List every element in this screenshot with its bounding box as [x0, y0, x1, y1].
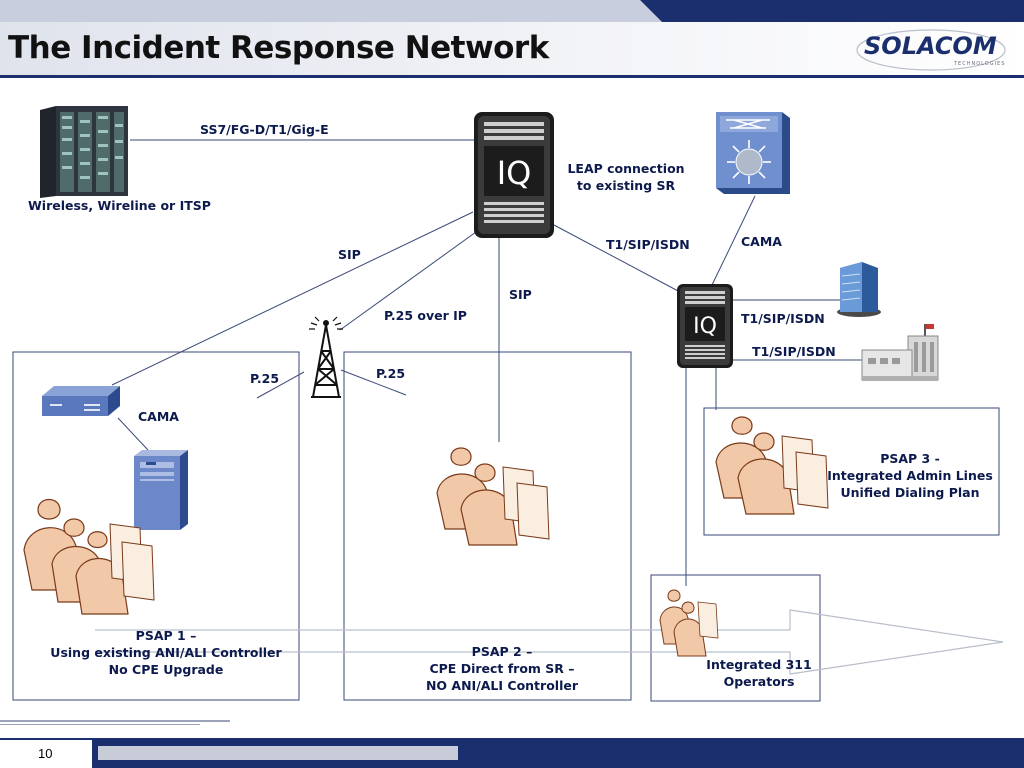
svg-text:TECHNOLOGIES: TECHNOLOGIES: [953, 61, 1005, 67]
psap3-line-1: PSAP 3 -: [880, 451, 940, 466]
psap1-line-2: Using existing ANI/ALI Controller: [50, 645, 282, 660]
network-switch-icon: [716, 112, 790, 194]
t1-sip-isdn-label-3: T1/SIP/ISDN: [752, 344, 836, 359]
radio-tower-icon: [309, 316, 343, 398]
p25-label-left: P.25: [250, 371, 280, 386]
sip-label-mid: SIP: [509, 287, 532, 302]
link-p25-left: [256, 371, 305, 399]
psap2-caption: PSAP 2 – CPE Direct from SR – NO ANI/ALI…: [380, 643, 624, 694]
t1-sip-isdn-label: T1/SIP/ISDN: [606, 237, 690, 252]
title-band: [0, 22, 1024, 77]
operators-icon-psap2: [436, 447, 550, 546]
psap1-caption: PSAP 1 – Using existing ANI/ALI Controll…: [30, 627, 302, 678]
psap1-box: [12, 351, 300, 701]
link-modem-desktop: [117, 417, 149, 451]
modem-icon: [42, 386, 120, 416]
operators-icon-psap3: [715, 416, 829, 515]
psap2-line-3: NO ANI/ALI Controller: [425, 678, 579, 693]
server-rack-icon: [40, 106, 128, 198]
title-rule: [0, 75, 1024, 78]
operators-icon-psap1: [23, 498, 155, 615]
factory-building-icon: [861, 324, 939, 381]
link-p25-right: [340, 369, 407, 396]
psap2-line-1: PSAP 2 –: [471, 644, 533, 659]
link-sr-tower: [339, 231, 477, 331]
link-sr-iq2: [553, 224, 681, 293]
link-sr-psap1: [111, 211, 474, 386]
desktop-tower-icon: [134, 450, 188, 530]
solacom-logo: SOLACOM TECHNOLOGIES: [856, 29, 1006, 71]
carrier-label: Wireless, Wireline or ITSP: [28, 198, 211, 213]
leap-connection-label: LEAP connection to existing SR: [562, 160, 690, 194]
ops311-caption: Integrated 311 Operators: [694, 656, 824, 690]
ops311-line-2: Operators: [723, 674, 795, 689]
t1-sip-isdn-label-2: T1/SIP/ISDN: [741, 311, 825, 326]
p25-label-right: P.25: [376, 366, 406, 381]
ss7-link-label: SS7/FG-D/T1/Gig-E: [200, 122, 329, 137]
ops311-line-1: Integrated 311: [706, 657, 812, 672]
p25-over-ip-label: P.25 over IP: [384, 308, 467, 323]
cama-label-top: CAMA: [741, 234, 782, 249]
svg-text:IQ: IQ: [693, 314, 717, 339]
operators-icon-311: [659, 589, 719, 657]
iq-server-icon-2: IQ: [677, 284, 733, 368]
leap-line-1: LEAP connection: [567, 161, 685, 176]
office-building-icon: [837, 262, 881, 317]
psap1-line-1: PSAP 1 –: [135, 628, 197, 643]
svg-text:SOLACOM: SOLACOM: [864, 32, 997, 60]
header-top-band: [0, 0, 1024, 22]
footer-pattern: [0, 720, 1024, 768]
psap3-caption: PSAP 3 - Integrated Admin Lines Unified …: [820, 450, 1000, 501]
psap1-line-3: No CPE Upgrade: [108, 662, 224, 677]
link-switch-iq2: [711, 195, 756, 286]
psap2-line-2: CPE Direct from SR –: [429, 661, 575, 676]
sip-label-left: SIP: [338, 247, 361, 262]
psap3-box: [703, 407, 1000, 536]
leap-line-2: to existing SR: [576, 178, 676, 193]
psap3-line-3: Unified Dialing Plan: [840, 485, 980, 500]
slide-title: The Incident Response Network: [8, 30, 549, 66]
psap3-line-2: Integrated Admin Lines: [827, 468, 993, 483]
svg-text:IQ: IQ: [497, 154, 532, 192]
cama-label-left: CAMA: [138, 409, 179, 424]
page-number: 10: [38, 746, 53, 761]
ops311-arrow: [95, 609, 1004, 675]
psap2-box: [343, 351, 632, 701]
iq-server-icon: IQ: [474, 112, 554, 238]
ops311-box: [650, 574, 821, 702]
